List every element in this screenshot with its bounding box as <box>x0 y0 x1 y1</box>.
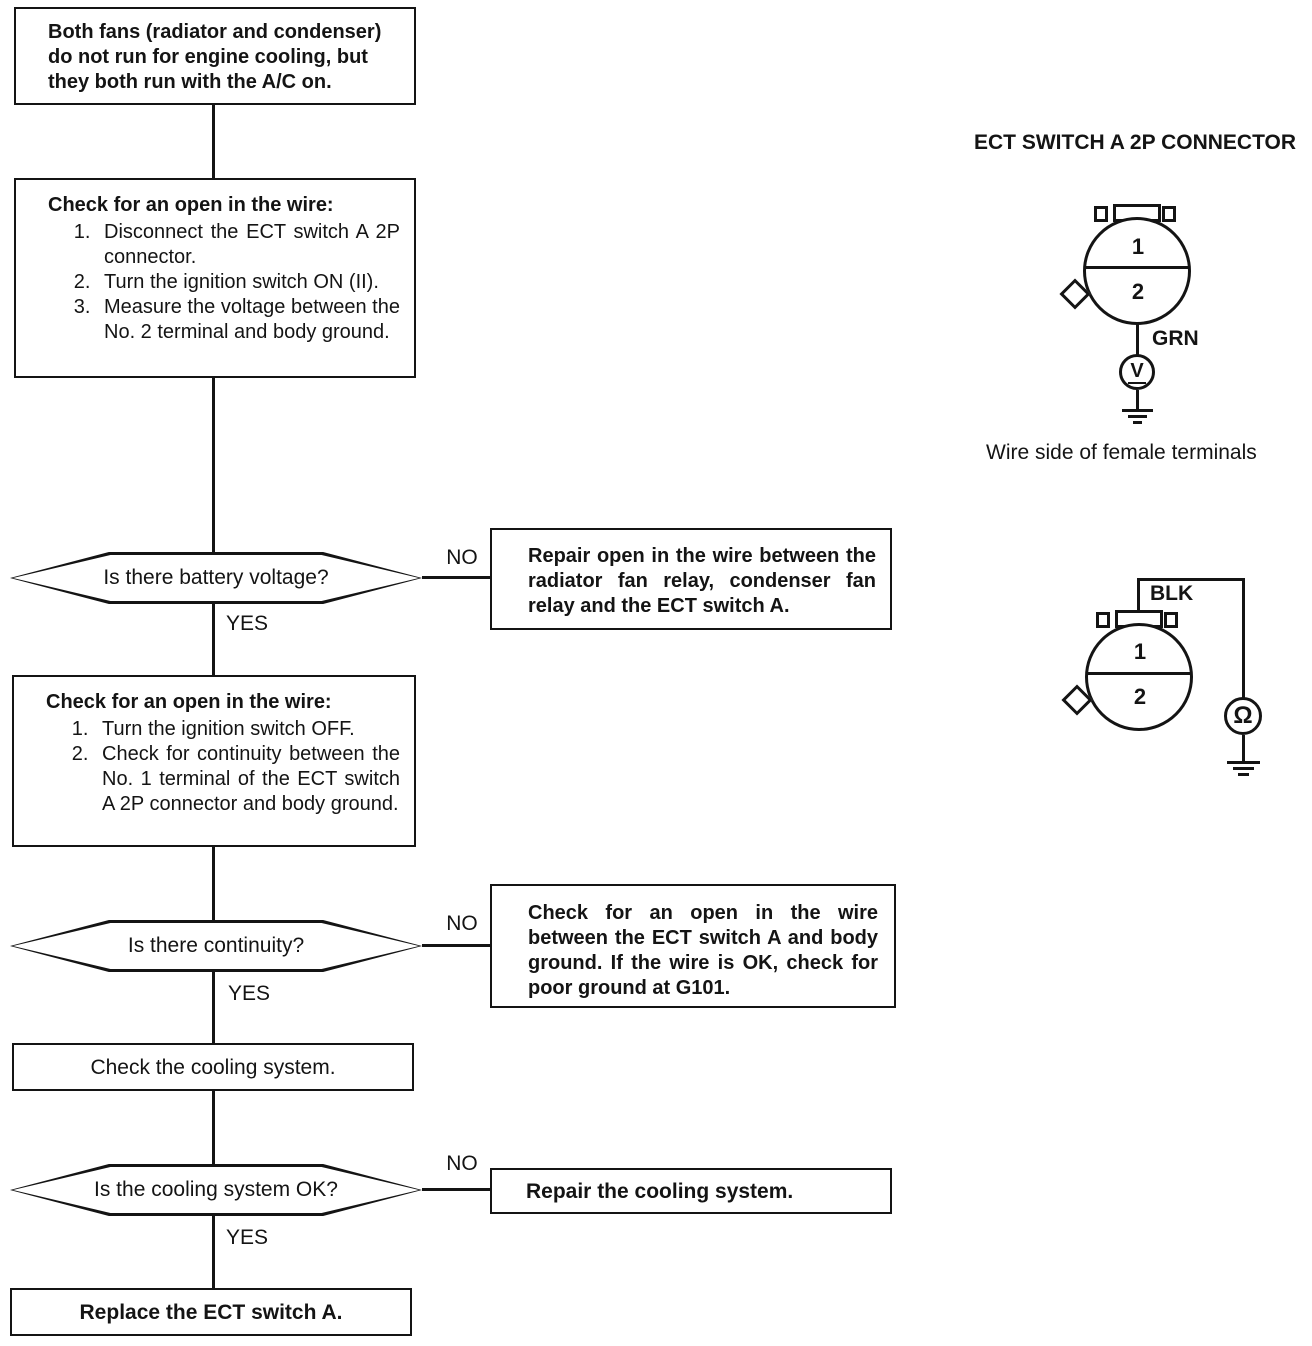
step2-box: Check for an open in the wire: Turn the … <box>12 675 416 847</box>
decision2-hexagon: Is there continuity? <box>10 920 422 972</box>
ground-symbol-icon <box>1227 761 1260 764</box>
flow-connector-line <box>212 1091 215 1164</box>
ground-symbol-icon <box>1128 415 1147 418</box>
flow-connector-line <box>212 1216 215 1288</box>
connector2-wire <box>1242 578 1245 699</box>
step1-list: Disconnect the ECT switch A 2P connector… <box>48 220 404 345</box>
start-symptom-box: Both fans (radiator and condenser) do no… <box>14 7 416 105</box>
flow-connector-line <box>212 604 215 675</box>
voltmeter-symbol: V <box>1128 359 1146 384</box>
step2-heading: Check for an open in the wire: <box>46 691 332 713</box>
connector1-wire-color-label: GRN <box>1152 327 1199 350</box>
connector2-terminal-divider <box>1088 672 1190 675</box>
ground-symbol-icon <box>1238 773 1249 776</box>
decision3-no-action-text: Repair the cooling system. <box>526 1179 794 1203</box>
connector2-side-tab-icon <box>1096 612 1110 628</box>
connector1-terminal-2-label: 2 <box>1131 279 1145 304</box>
flow-connector-line <box>212 847 215 920</box>
connector-panel-title: ECT SWITCH A 2P CONNECTOR <box>974 131 1297 154</box>
decision1-no-line <box>422 576 490 579</box>
ground-symbol-icon <box>1233 767 1254 770</box>
step-list-item: Turn the ignition switch ON (II). <box>96 270 404 295</box>
ground-symbol-icon <box>1242 735 1245 761</box>
step3-text: Check the cooling system. <box>90 1055 336 1079</box>
flow-connector-line <box>212 105 215 178</box>
decision3-question: Is the cooling system OK? <box>13 1167 419 1213</box>
end-action-box: Replace the ECT switch A. <box>10 1288 412 1336</box>
connector1-body-icon <box>1083 217 1191 325</box>
connector-panel-caption: Wire side of female terminals <box>986 441 1257 464</box>
decision2-no-line <box>422 944 490 947</box>
flow-connector-line <box>212 378 215 552</box>
decision3-no-label: NO <box>446 1152 478 1175</box>
connector2-terminal-2-label: 2 <box>1133 684 1147 709</box>
decision2-no-action-text: Check for an open in the wire between th… <box>528 902 878 999</box>
connector1-wire <box>1136 324 1139 355</box>
decision2-question: Is there continuity? <box>13 923 419 969</box>
voltmeter-icon: V <box>1119 354 1155 390</box>
connector1-terminal-1-label: 1 <box>1131 234 1145 259</box>
decision1-no-action-text: Repair open in the wire between the radi… <box>528 545 876 617</box>
decision1-no-label: NO <box>446 546 478 569</box>
decision3-no-action-box: Repair the cooling system. <box>490 1168 892 1214</box>
end-action-text: Replace the ECT switch A. <box>79 1300 343 1324</box>
decision1-no-action-box: Repair open in the wire between the radi… <box>490 528 892 630</box>
ground-symbol-icon <box>1122 409 1153 412</box>
decision3-hexagon: Is the cooling system OK? <box>10 1164 422 1216</box>
connector2-terminal-1-label: 1 <box>1133 639 1147 664</box>
connector1-side-tab-icon <box>1162 206 1176 222</box>
decision2-yes-label: YES <box>228 982 271 1005</box>
ohmmeter-symbol: Ω <box>1233 702 1253 729</box>
flow-connector-line <box>212 972 215 1043</box>
decision2-no-label: NO <box>446 912 478 935</box>
step-list-item: Disconnect the ECT switch A 2P connector… <box>96 220 404 270</box>
decision2-no-action-box: Check for an open in the wire between th… <box>490 884 896 1008</box>
connector1-terminal-divider <box>1086 266 1188 269</box>
connector2-body-icon <box>1085 623 1193 731</box>
step1-box: Check for an open in the wire: Disconnec… <box>14 178 416 378</box>
step2-list: Turn the ignition switch OFF.Check for c… <box>46 717 404 817</box>
start-symptom-text: Both fans (radiator and condenser) do no… <box>48 21 382 93</box>
connector2-wire <box>1137 578 1245 581</box>
connector2-wire-color-label: BLK <box>1150 582 1194 605</box>
decision1-hexagon: Is there battery voltage? <box>10 552 422 604</box>
ground-symbol-icon <box>1136 390 1139 409</box>
step1-heading: Check for an open in the wire: <box>48 194 334 216</box>
connector2-wire <box>1137 578 1140 614</box>
decision1-question: Is there battery voltage? <box>13 555 419 601</box>
step-list-item: Check for continuity between the No. 1 t… <box>94 742 404 817</box>
step3-box: Check the cooling system. <box>12 1043 414 1091</box>
decision3-no-line <box>422 1188 490 1191</box>
ground-symbol-icon <box>1133 421 1142 424</box>
decision3-yes-label: YES <box>226 1226 269 1249</box>
decision1-yes-label: YES <box>226 612 269 635</box>
step-list-item: Measure the voltage between the No. 2 te… <box>96 295 404 345</box>
connector2-side-tab-icon <box>1164 612 1178 628</box>
step-list-item: Turn the ignition switch OFF. <box>94 717 404 742</box>
ohmmeter-icon: Ω <box>1224 697 1262 735</box>
connector1-side-tab-icon <box>1094 206 1108 222</box>
